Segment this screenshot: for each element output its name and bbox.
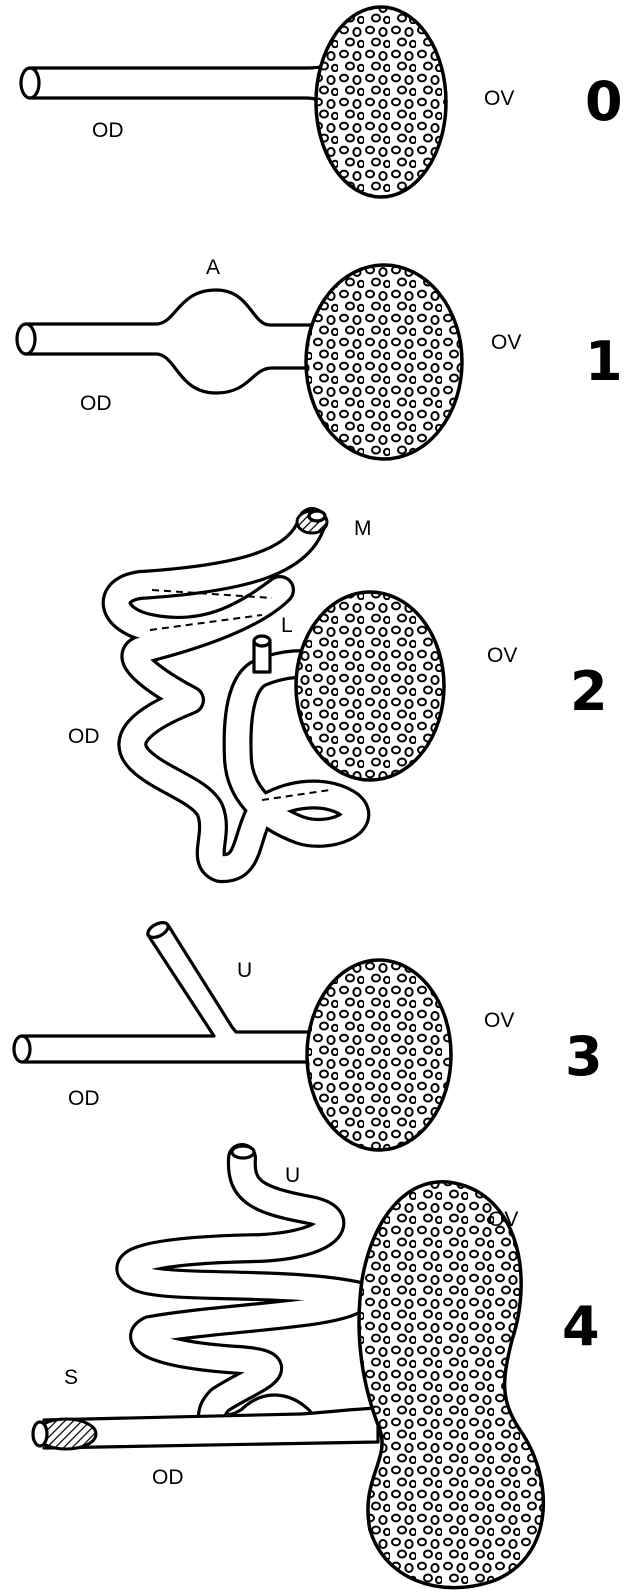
label-ov: OV [487,644,517,667]
stage-number: 0 [585,70,623,133]
ovary [306,265,462,459]
oviduct-opening [21,68,39,98]
label-ov: OV [491,331,521,354]
oviduct-opening [33,1422,47,1446]
stage-number: 1 [585,330,623,393]
oviduct-opening [17,324,35,354]
label-od: OD [68,725,100,748]
label-u: U [285,1164,300,1187]
label-od: OD [80,392,112,415]
stage-number: 2 [570,660,608,723]
ovary [316,7,446,197]
stage-number: 3 [565,1025,603,1088]
stage-number: 4 [562,1295,600,1358]
label-a: A [206,256,220,279]
stage-2: M L OD OV 2 [68,511,608,868]
stage-1: A OD OV 1 [17,256,623,459]
label-ov: OV [484,1009,514,1032]
oviduct-opening [14,1036,30,1062]
label-od: OD [152,1466,184,1489]
u-opening [232,1146,254,1158]
stage-3: U OD OV 3 [14,920,603,1150]
label-ov: OV [488,1208,518,1231]
ovary [359,1182,543,1588]
label-od: OD [68,1087,100,1110]
oviduct [22,925,310,1062]
oviduct [30,66,324,104]
label-l: L [281,614,293,637]
m-tip-opening [309,511,325,521]
label-ov: OV [484,87,514,110]
label-m: M [354,517,372,540]
label-s: S [64,1366,78,1389]
oviduct [26,290,316,393]
stage-0: OD OV 0 [21,7,623,197]
stage-4: U S OD OV 4 [33,1146,600,1588]
convoluted-oviduct-lumen [130,1158,360,1428]
label-u: U [237,959,252,982]
l-branch-opening [254,636,270,646]
ovary [307,960,451,1150]
label-od: OD [92,119,124,142]
ovary [296,592,444,780]
